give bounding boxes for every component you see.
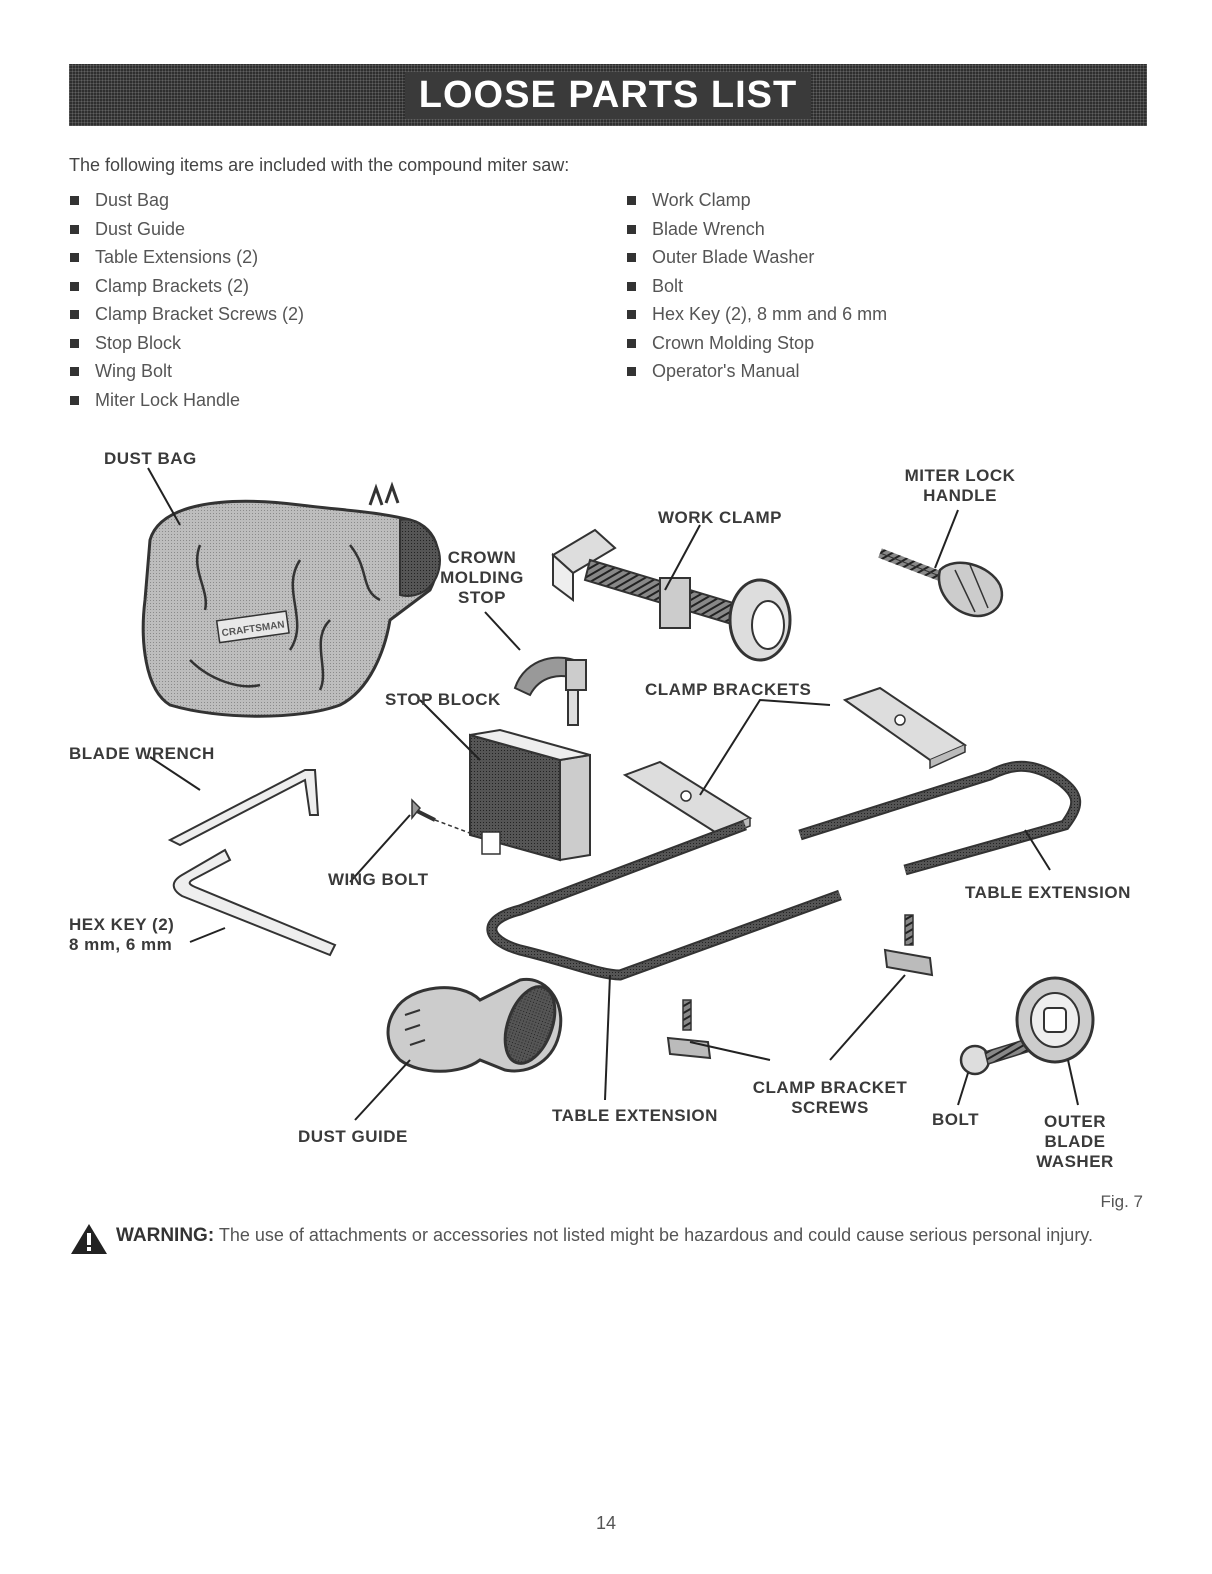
list-item-label: Bolt [652, 275, 684, 296]
list-item: Clamp Bracket Screws (2) [69, 300, 304, 329]
list-item: Operator's Manual [626, 357, 887, 386]
hex-key-illustration [172, 848, 337, 957]
list-item-label: Wing Bolt [95, 361, 173, 381]
list-item-label: Dust Bag [95, 190, 170, 210]
list-item: Stop Block [69, 329, 304, 358]
warning-note: WARNING: The use of attachments or acces… [69, 1224, 1129, 1254]
page-number: 14 [595, 1513, 617, 1533]
miter-lock-handle-illustration [878, 548, 1003, 618]
bullet-icon [70, 281, 79, 291]
warning-triangle-icon [71, 1224, 107, 1254]
list-item-label: Outer Blade Washer [652, 247, 815, 267]
list-item: Bolt [626, 272, 887, 301]
label-blade-wrench: BLADE WRENCH [69, 744, 215, 763]
list-item: Dust Bag [69, 186, 304, 215]
bullet-icon [627, 224, 636, 234]
list-item: Crown Molding Stop [626, 329, 887, 358]
parts-figure: CRAFTSMAN [141, 467, 1095, 1121]
list-item-label: Clamp Bracket Screws (2) [95, 304, 305, 324]
figure-caption: Fig. 7 [1100, 1192, 1143, 1211]
warning-text: The use of attachments or accessories no… [214, 1225, 1093, 1245]
label-bolt: BOLT [932, 1110, 980, 1129]
list-item: Outer Blade Washer [626, 243, 887, 272]
label-clamp-brackets: CLAMP BRACKETS [645, 680, 812, 699]
label-work-clamp: WORK CLAMP [658, 508, 782, 527]
label-table-extension-right: TABLE EXTENSION [965, 883, 1131, 902]
label-crown-molding-stop: CROWN MOLDING STOP [440, 548, 524, 607]
list-item-label: Dust Guide [95, 218, 186, 239]
label-table-extension-bottom: TABLE EXTENSION [552, 1106, 718, 1125]
list-item-label: Stop Block [95, 332, 182, 353]
label-wing-bolt: WING BOLT [328, 870, 429, 889]
bullet-icon [70, 338, 79, 348]
bullet-icon [627, 310, 636, 319]
bullet-icon [627, 253, 636, 262]
dust-bag-illustration: CRAFTSMAN [141, 481, 442, 718]
warning-label: WARNING: [116, 1225, 215, 1246]
list-item-label: Operator's Manual [652, 361, 800, 381]
table-extension-bottom-illustration [486, 819, 842, 981]
list-item: Work Clamp [626, 186, 887, 215]
outer-blade-washer-illustration [1015, 976, 1095, 1064]
list-item-label: Crown Molding Stop [652, 332, 815, 353]
label-stop-block: STOP BLOCK [385, 690, 501, 709]
work-clamp-illustration [551, 528, 792, 662]
label-clamp-bracket-screws: CLAMP BRACKET SCREWS [752, 1078, 908, 1117]
list-item-label: Hex Key (2), 8 mm and 6 mm [652, 304, 888, 324]
bullet-icon [70, 310, 79, 319]
label-outer-blade-washer: OUTER BLADE WASHER [1036, 1112, 1114, 1171]
section-header-banner: LOOSE PARTS LIST [69, 64, 1147, 126]
list-item-label: Table Extensions (2) [95, 247, 259, 267]
list-item-label: Work Clamp [652, 190, 751, 210]
dust-guide-illustration [386, 977, 563, 1073]
label-hex-key: HEX KEY (2) 8 mm, 6 mm [69, 915, 175, 954]
bullet-icon [627, 338, 636, 348]
bullet-icon [627, 281, 636, 291]
intro-text: The following items are included with th… [69, 155, 570, 175]
list-item: Hex Key (2), 8 mm and 6 mm [626, 300, 887, 329]
label-dust-guide: DUST GUIDE [298, 1127, 408, 1146]
bullet-icon [70, 367, 79, 376]
list-item: Table Extensions (2) [69, 243, 304, 272]
list-item-label: Miter Lock Handle [95, 389, 241, 410]
list-item: Miter Lock Handle [69, 386, 304, 415]
bullet-icon [627, 367, 636, 376]
page-title: LOOSE PARTS LIST [404, 71, 812, 119]
list-item: Blade Wrench [626, 215, 887, 244]
leader-lines [147, 467, 1079, 1121]
clamp-bracket-screws-illustration [666, 914, 934, 1060]
clamp-brackets-illustration [622, 686, 968, 842]
list-item: Wing Bolt [69, 357, 304, 386]
dust-bag-logo: CRAFTSMAN [215, 610, 290, 644]
stop-block-illustration [469, 728, 591, 862]
bullet-icon [70, 224, 79, 234]
bullet-icon [70, 196, 79, 205]
list-item: Clamp Brackets (2) [69, 272, 304, 301]
label-miter-lock-handle: MITER LOCK HANDLE [904, 466, 1016, 505]
blade-wrench-illustration [167, 769, 320, 847]
bullet-icon [70, 253, 79, 262]
list-item: Dust Guide [69, 215, 304, 244]
bullet-icon [627, 196, 636, 205]
crown-molding-stop-illustration [513, 656, 587, 726]
list-item-label: Blade Wrench [652, 218, 765, 239]
table-extension-right-illustration [798, 760, 1082, 876]
wing-bolt-illustration [411, 798, 476, 836]
label-dust-bag: DUST BAG [104, 449, 197, 468]
bullet-icon [70, 395, 79, 405]
list-item-label: Clamp Brackets (2) [95, 275, 250, 296]
